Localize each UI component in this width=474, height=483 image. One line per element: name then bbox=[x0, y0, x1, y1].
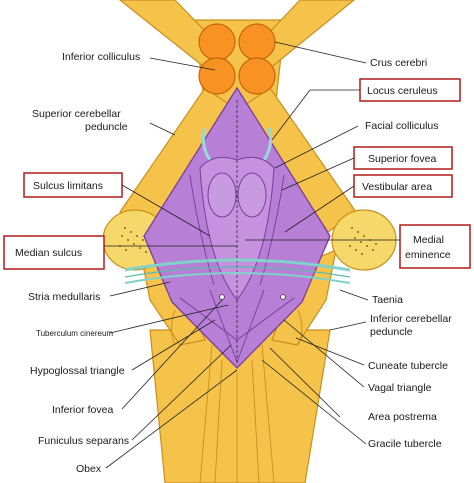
label-tuberculum-cinereum: Tuberculum cinereum bbox=[36, 329, 113, 338]
box-sulcus-limitans bbox=[23, 172, 123, 198]
label-funiculus-separans: Funiculus separans bbox=[38, 435, 129, 447]
labels: Inferior colliculus Crus cerebri Locus c… bbox=[15, 51, 452, 475]
label-stria-medullaris: Stria medullaris bbox=[28, 291, 100, 303]
box-medial-eminence bbox=[399, 224, 471, 269]
label-superior-fovea: Superior fovea bbox=[368, 153, 436, 165]
label-area-postrema: Area postrema bbox=[368, 411, 437, 423]
label-taenia: Taenia bbox=[372, 294, 403, 306]
label-medial-eminence-line1: Medial bbox=[413, 234, 444, 246]
label-facial-colliculus: Facial colliculus bbox=[365, 120, 439, 132]
label-inferior-colliculus: Inferior colliculus bbox=[62, 51, 140, 63]
label-inferior-fovea: Inferior fovea bbox=[52, 404, 113, 416]
label-inferior-cerebellar-peduncle-line2: peduncle bbox=[370, 326, 413, 338]
label-sulcus-limitans: Sulcus limitans bbox=[33, 180, 103, 192]
label-superior-cerebellar-peduncle-line1: Superior cerebellar bbox=[32, 108, 121, 120]
label-superior-cerebellar-peduncle-line2: peduncle bbox=[85, 121, 128, 133]
box-median-sulcus bbox=[3, 235, 105, 270]
label-inferior-cerebellar-peduncle-line1: Inferior cerebellar bbox=[370, 313, 452, 325]
rhomboid-fossa bbox=[143, 86, 331, 369]
medulla-contours bbox=[171, 309, 303, 483]
highlight-boxes bbox=[3, 78, 471, 270]
label-crus-cerebri: Crus cerebri bbox=[370, 57, 427, 69]
label-gracile-tubercle: Gracile tubercle bbox=[368, 438, 442, 450]
stria-medullaris-bands bbox=[124, 258, 351, 284]
label-hypoglossal-triangle: Hypoglossal triangle bbox=[30, 365, 125, 377]
label-vagal-triangle: Vagal triangle bbox=[368, 382, 432, 394]
label-medial-eminence-line2: eminence bbox=[405, 249, 451, 261]
label-median-sulcus: Median sulcus bbox=[15, 247, 82, 259]
leader-lines bbox=[104, 41, 400, 469]
label-vestibular-area: Vestibular area bbox=[362, 181, 432, 193]
label-obex: Obex bbox=[76, 463, 102, 475]
colliculi bbox=[198, 23, 276, 95]
label-cuneate-tubercle: Cuneate tubercle bbox=[368, 360, 448, 372]
label-locus-ceruleus: Locus ceruleus bbox=[367, 85, 438, 97]
